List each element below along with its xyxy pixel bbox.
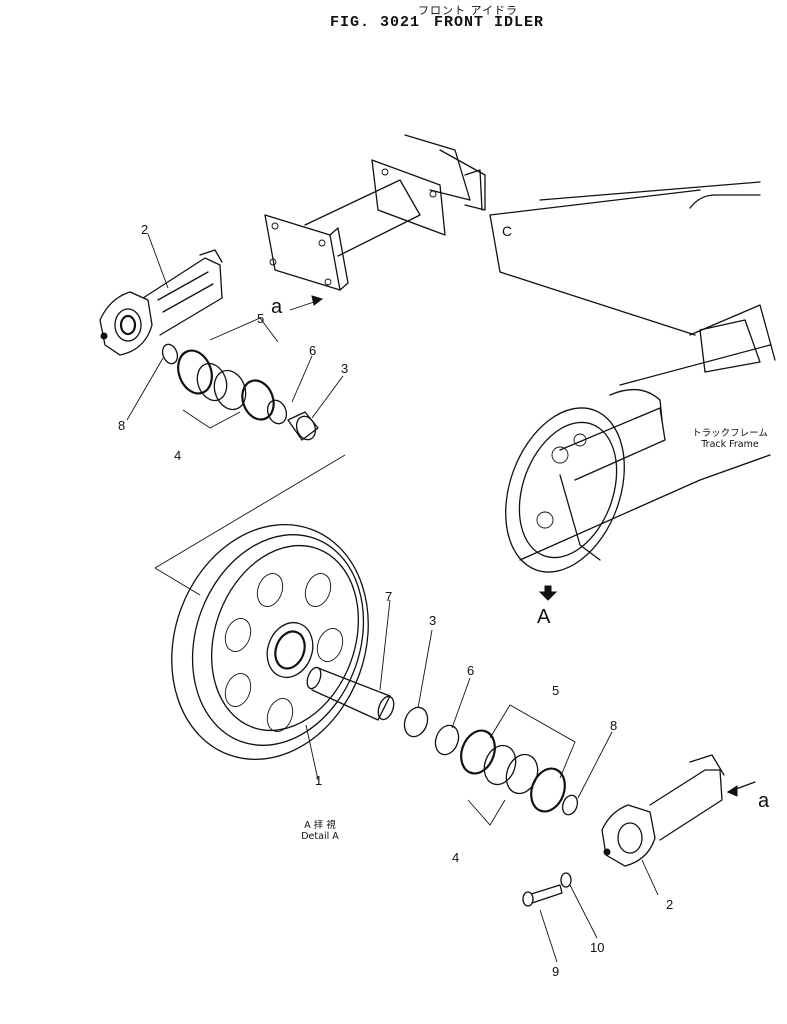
detail-a-note: A 拝 視 Detail A xyxy=(285,820,355,842)
marker-frame-c: C xyxy=(502,223,513,239)
callout-8-bottom: 8 xyxy=(610,718,618,733)
callout-5-top: 5 xyxy=(257,311,265,326)
view-a-arrow-icon xyxy=(538,585,558,601)
shaft-7-drawing xyxy=(306,666,395,721)
figure-number: FIG. 3021 xyxy=(330,14,421,31)
track-frame-drawing xyxy=(489,181,776,573)
marker-a-left: a xyxy=(271,296,283,318)
callout-2-bottom: 2 xyxy=(666,897,674,912)
callout-4-top: 4 xyxy=(174,448,182,463)
callout-10: 10 xyxy=(590,940,605,955)
title-japanese: フロント アイドラ xyxy=(418,4,518,17)
callout-6-bottom: 6 xyxy=(467,663,475,678)
callout-6-top: 6 xyxy=(309,343,317,358)
title-block: フロント アイドラ FIG. 3021 FRONT IDLER xyxy=(0,0,787,36)
figure-title: FIG. 3021 FRONT IDLER xyxy=(330,14,558,31)
track-frame-note: トラックフレーム Track Frame xyxy=(690,428,770,450)
track-frame-en: Track Frame xyxy=(701,439,759,450)
marker-view-A: A xyxy=(537,606,551,628)
callout-3-bottom: 3 xyxy=(429,613,437,628)
callout-2-top: 2 xyxy=(141,222,149,237)
track-frame-jp: トラックフレーム xyxy=(692,428,768,439)
callout-1: 1 xyxy=(315,773,323,788)
callout-5-bottom: 5 xyxy=(552,683,560,698)
callout-9: 9 xyxy=(552,964,560,979)
callout-8-top: 8 xyxy=(118,418,126,433)
bracket-2-top-drawing xyxy=(99,249,223,356)
detail-a-jp: A 拝 視 xyxy=(304,820,336,831)
callout-3-top: 3 xyxy=(341,361,349,376)
seal-stack-bottom-drawing xyxy=(403,704,579,826)
bracket-2-bottom-drawing xyxy=(601,754,756,867)
figure-name: FRONT IDLER xyxy=(434,14,545,31)
marker-a-right: a xyxy=(758,790,770,812)
idler-wheel-drawing xyxy=(171,523,369,761)
leader-lines xyxy=(126,233,659,963)
seal-stack-top-drawing xyxy=(161,317,319,441)
callout-4-bottom: 4 xyxy=(452,850,460,865)
detail-a-en: Detail A xyxy=(301,831,339,842)
axle-beam-drawing xyxy=(264,134,486,291)
bolt-and-washer-drawing xyxy=(522,872,572,907)
callout-7: 7 xyxy=(385,589,393,604)
